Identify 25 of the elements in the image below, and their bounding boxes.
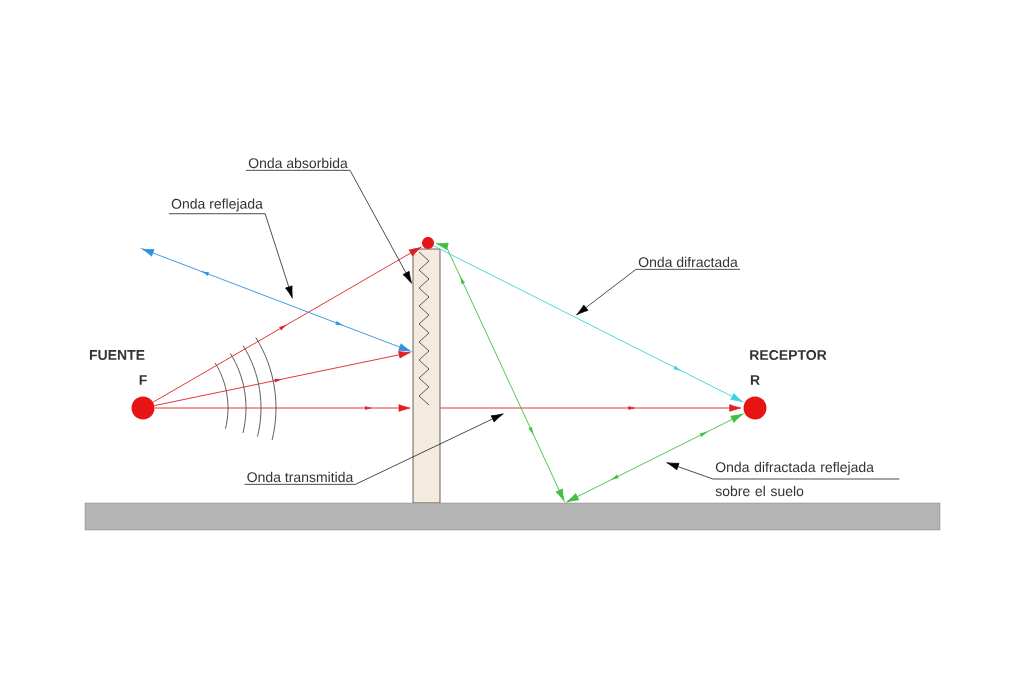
wave-ray — [154, 404, 411, 412]
wave-ray — [152, 246, 421, 403]
callout-label: Onda absorbida — [248, 157, 348, 169]
point-letter: F — [139, 375, 147, 385]
ground — [84, 502, 941, 531]
point-letter: R — [750, 375, 760, 385]
diffraction-point — [422, 237, 434, 249]
leader-line — [168, 213, 293, 299]
wave-ray — [566, 413, 743, 503]
callout-label: Onda difractada reflejada sobre el suelo — [715, 461, 874, 497]
wave-ray — [141, 248, 411, 352]
wall — [412, 248, 441, 504]
leader-line — [245, 170, 413, 284]
wave-ray — [433, 245, 743, 403]
point-label: RECEPTOR — [750, 350, 827, 360]
leader-line — [576, 269, 741, 316]
wave-ray — [154, 351, 411, 407]
wave-ray — [436, 242, 565, 502]
callout-label: Onda difractada — [638, 256, 738, 268]
point-label: FUENTE — [89, 350, 145, 360]
leader-line — [244, 413, 504, 485]
wave-ray — [439, 404, 742, 412]
callout-label: Onda reflejada — [171, 198, 263, 212]
leader-line — [666, 462, 900, 480]
callout-label: Onda transmitida — [247, 471, 354, 483]
